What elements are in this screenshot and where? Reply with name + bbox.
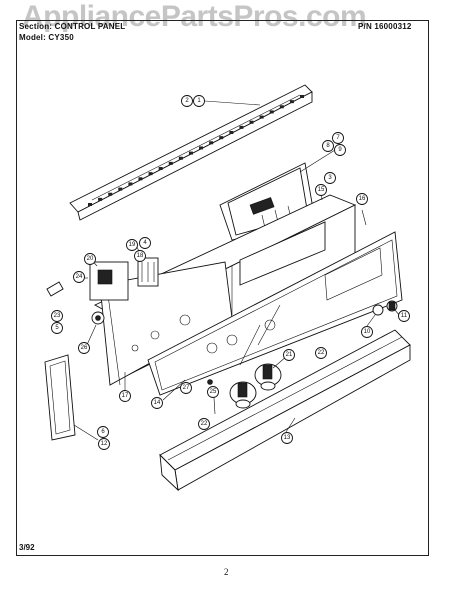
svg-text:11: 11: [401, 313, 408, 319]
svg-text:13: 13: [284, 435, 291, 441]
rail-slot: [108, 192, 113, 196]
trim-channel-part: [159, 329, 411, 492]
diagram-frame: [16, 20, 429, 556]
svg-text:4: 4: [143, 240, 147, 246]
callout-18: 18: [134, 250, 146, 262]
svg-text:26: 26: [81, 345, 88, 351]
svg-text:17: 17: [122, 393, 129, 399]
small-knob-parts: [372, 300, 398, 316]
svg-text:12: 12: [101, 441, 108, 447]
svg-text:19: 19: [129, 242, 136, 248]
callout-2: 2: [181, 95, 193, 107]
svg-text:16: 16: [359, 196, 366, 202]
callout-22-right: 22: [315, 347, 327, 359]
callout-12: 12: [98, 438, 110, 450]
svg-text:3: 3: [328, 175, 332, 181]
rail-slot: [188, 151, 193, 155]
callout-27: 27: [180, 382, 192, 394]
watermark: AppliancePartsPros.com: [22, 0, 367, 33]
callout-16: 16: [356, 193, 368, 205]
switch-assembly-part: [89, 257, 159, 325]
clip-part: [46, 281, 64, 297]
screw-part: [207, 379, 213, 385]
model-value: CY350: [48, 33, 74, 42]
rail-slot: [269, 110, 274, 114]
page-number: 2: [224, 567, 229, 577]
svg-text:23: 23: [54, 313, 61, 319]
rail-slot: [249, 120, 254, 124]
screw-16-part: [361, 209, 367, 226]
svg-text:6: 6: [101, 429, 105, 435]
date-code: 3/92: [19, 543, 35, 552]
svg-text:27: 27: [183, 385, 190, 391]
svg-text:2: 2: [185, 98, 189, 104]
svg-text:21: 21: [286, 352, 293, 358]
glass-panel-part: [147, 231, 403, 396]
svg-text:22: 22: [201, 421, 208, 427]
svg-text:1: 1: [197, 98, 201, 104]
svg-text:18: 18: [137, 253, 144, 259]
callout-6: 6: [97, 426, 109, 438]
rail-slot: [239, 125, 244, 129]
svg-text:22: 22: [318, 350, 325, 356]
rail-slot: [128, 182, 133, 186]
callout-3: 3: [324, 172, 336, 184]
rail-slot: [300, 95, 304, 98]
callout-10: 10: [361, 326, 373, 338]
callout-25: 25: [207, 386, 219, 398]
callout-23: 23: [51, 310, 63, 322]
rail-slot: [229, 131, 234, 134]
rail-slot: [118, 187, 123, 191]
lens-part: [44, 354, 76, 441]
svg-text:25: 25: [210, 389, 217, 395]
rail-slot: [289, 100, 294, 104]
svg-text:5: 5: [55, 325, 59, 331]
rail-slot: [199, 146, 204, 150]
rail-slot: [148, 172, 153, 176]
rail-slot: [209, 141, 214, 145]
section-value: CONTROL PANEL: [54, 22, 126, 31]
rail-slot: [219, 136, 224, 140]
part-number: P/N 16000312: [358, 22, 412, 31]
callout-26: 26: [78, 342, 90, 354]
svg-text:9: 9: [338, 147, 342, 153]
callout-8: 8: [322, 140, 334, 152]
callout-15: 15: [315, 184, 327, 196]
callout-22-left: 22: [198, 418, 210, 430]
callout-20: 20: [84, 253, 96, 265]
svg-text:15: 15: [318, 187, 325, 193]
top-rail-part: [69, 84, 313, 221]
callout-14: 14: [151, 397, 163, 409]
svg-text:7: 7: [336, 135, 340, 141]
callout-13: 13: [281, 432, 293, 444]
section-label: Section: CONTROL PANEL: [19, 22, 126, 31]
svg-text:20: 20: [87, 256, 94, 262]
callout-21: 21: [283, 349, 295, 361]
rail-slot: [138, 177, 143, 181]
callout-11: 11: [398, 310, 410, 322]
callout-5: 5: [51, 322, 63, 334]
callout-17: 17: [119, 390, 131, 402]
knob-right-part: [254, 363, 282, 391]
svg-text:8: 8: [326, 143, 330, 149]
svg-text:10: 10: [364, 329, 371, 335]
rail-slot: [98, 197, 103, 201]
rail-slot: [279, 105, 284, 109]
callout-9: 9: [334, 144, 346, 156]
svg-text:24: 24: [76, 274, 83, 280]
callout-1: 1: [193, 95, 205, 107]
rail-slot: [88, 203, 92, 206]
model-label: Model: CY350: [19, 33, 74, 42]
rail-slot: [178, 156, 183, 160]
rail-slot: [168, 161, 173, 165]
svg-text:14: 14: [154, 400, 161, 406]
callout-19: 19: [126, 239, 138, 251]
callout-7: 7: [332, 132, 344, 144]
rail-slot: [259, 115, 264, 119]
callout-4: 4: [139, 237, 151, 249]
callout-24: 24: [73, 271, 85, 283]
rail-slot: [158, 167, 163, 170]
knob-left-part: [229, 381, 257, 409]
